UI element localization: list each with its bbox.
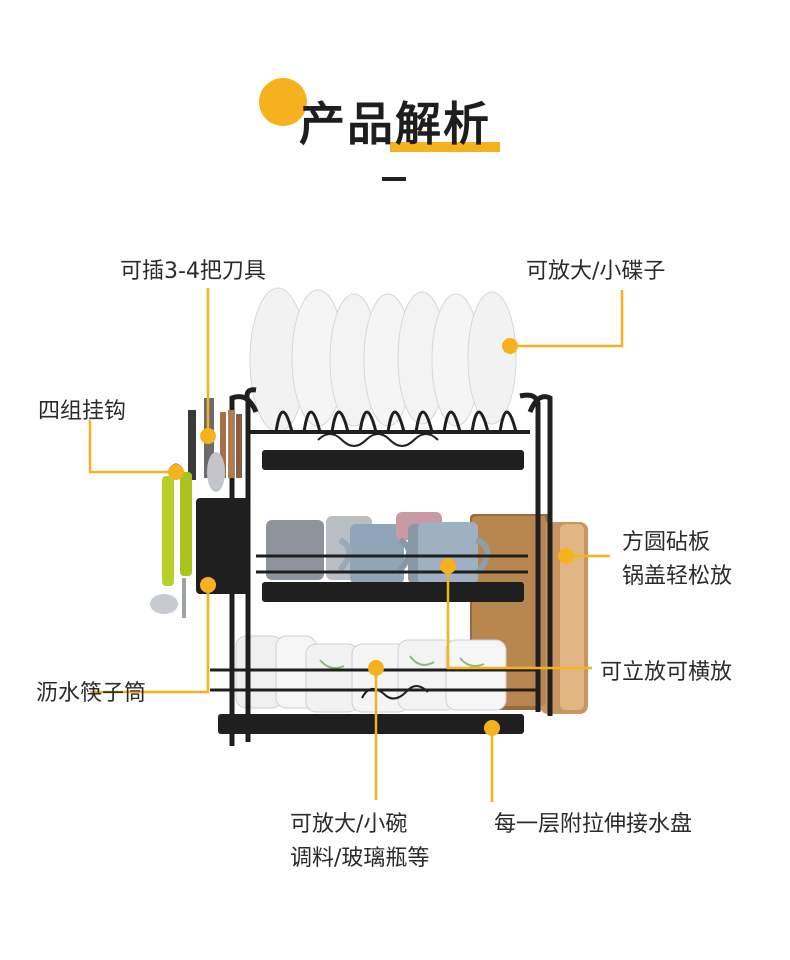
label-bowls-line1: 可放大/小碗 <box>290 812 408 837</box>
title-accent-underline <box>390 142 500 152</box>
bowls-illustration <box>235 635 507 713</box>
label-knives: 可插3-4把刀具 <box>120 259 266 284</box>
label-tray: 每一层附拉伸接水盘 <box>494 812 693 837</box>
callout-dot-icon <box>168 464 184 480</box>
label-board-line1: 方圆砧板 <box>622 530 711 555</box>
label-hooks: 四组挂钩 <box>38 399 127 424</box>
plates-illustration <box>249 287 517 433</box>
bowl-rack-swirls <box>361 685 429 700</box>
callout-dot-icon <box>558 548 574 564</box>
callout-dot-icon <box>484 720 500 736</box>
label-plates: 可放大/小碟子 <box>526 259 666 284</box>
callout-dot-icon <box>440 558 456 574</box>
hanging-utensils-illustration <box>150 463 192 618</box>
callout-dot-icon <box>200 428 216 444</box>
callout-dot-icon <box>502 338 518 354</box>
callout-dot-icon <box>200 577 216 593</box>
label-vertical: 可立放可横放 <box>600 660 733 685</box>
title-accent-dot <box>259 78 307 126</box>
title-dash <box>382 177 406 181</box>
drip-trays <box>218 450 524 734</box>
plate-dividers <box>274 410 518 447</box>
page-title: 产品解析 <box>299 97 491 151</box>
label-chopsticks: 沥水筷子筒 <box>36 681 147 706</box>
callout-dot-icon <box>368 660 384 676</box>
label-board-line2: 锅盖轻松放 <box>622 564 733 589</box>
label-bowls-line2: 调料/玻璃瓶等 <box>290 846 430 871</box>
cups-illustration <box>266 512 491 584</box>
